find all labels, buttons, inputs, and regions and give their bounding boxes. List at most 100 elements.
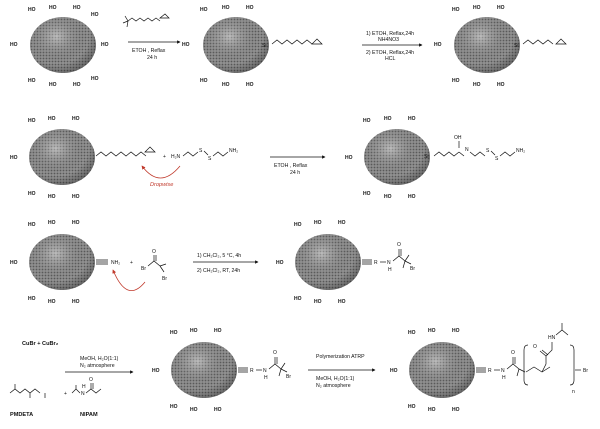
step-arrow: Polymerization ATRP MeOH, H₂O(1:1) N₂ at… [308, 354, 376, 389]
glycidoxypropyl-trimethoxysilane [122, 13, 170, 28]
initiator-linker: R N H O Br [238, 350, 291, 381]
hydroxyl-label: HO [214, 407, 222, 413]
amide-nitrogen-label: N [501, 368, 505, 374]
hydroxyl-label: HO [363, 118, 371, 124]
step-condition: HCL [385, 56, 395, 62]
hydroxyl-label: HO [314, 299, 322, 305]
red-arrow [112, 269, 146, 292]
hydroxyl-groups: HO HO HO HO HO HO HO [390, 328, 460, 413]
hydroxyl-label: HO [73, 5, 81, 11]
hydroxyl-label: HO [276, 260, 284, 266]
step-condition: 1) CH₂Cl₂, 5 °C, 4h [197, 253, 241, 259]
row-3: HO HO HO HO HO HO HO NH₂ + Br O Br 1) CH… [10, 220, 415, 305]
silica-particle [364, 129, 430, 185]
hydroxyl-label: HO [222, 82, 230, 88]
step-condition: ETOH , Reflax [274, 163, 308, 169]
hydroxyl-label: HO [91, 76, 99, 82]
step-arrow: 1) ETOH, Reflax,24h NH4NO3 2) ETOH, Refl… [362, 31, 423, 62]
silica-particle [203, 17, 269, 73]
bromoisobutyryl-bromide: + Br O Br [130, 249, 167, 282]
silicon-label: Si [514, 43, 518, 49]
amine-terminus: NH₂ [96, 259, 120, 266]
catalyst-label: CuBr + CuBr₂ [22, 341, 59, 347]
silicon-label: Si [424, 154, 428, 160]
step-condition: N₂ atmosphere [80, 363, 115, 369]
hydroxyl-label: HO [10, 260, 18, 266]
hydroxyl-label: HO [246, 82, 254, 88]
hydroxyl-label: HO [214, 328, 222, 334]
hydroxyl-label: HO [452, 78, 460, 84]
bromine-label: Br [286, 374, 291, 380]
r-group-label: R [488, 368, 492, 374]
oxygen-label: O [511, 350, 515, 356]
hydroxyl-label: HO [28, 296, 36, 302]
amine-disulfide-linker: Si OH N S S NH₂ [424, 135, 525, 162]
amine-label: N [465, 147, 469, 153]
hydroxyl-label: HO [170, 404, 178, 410]
hydroxyl-label: HO [48, 194, 56, 200]
plus-sign: + [130, 260, 133, 266]
hydroxyl-label: OH [454, 135, 462, 141]
hydroxyl-label: HO [338, 220, 346, 226]
silicon-label: Si [262, 43, 266, 49]
hydroxyl-groups: HO HO HO HO HO HO HO [182, 5, 254, 88]
nipam-hydrogen-label: H [82, 384, 86, 390]
hydroxyl-label: HO [452, 328, 460, 334]
hydroxyl-label: HO [390, 368, 398, 374]
hydroxyl-label: HO [338, 299, 346, 305]
hydroxyl-label: HO [190, 407, 198, 413]
hydroxyl-label: HO [408, 116, 416, 122]
row-4: CuBr + CuBr₂ PMDETA + N H O NIPAM MeOH, … [9, 323, 588, 418]
hydroxyl-label: HO [497, 5, 505, 11]
step-condition: Polymerization ATRP [316, 354, 365, 360]
nipam-nitrogen-label: N [81, 391, 85, 397]
row-2: HO HO HO HO HO HO HO + H₂N S S NH₂ Dropw… [10, 116, 525, 200]
silane-linker [95, 146, 156, 157]
hydroxyl-label: HO [10, 42, 18, 48]
hydroxyl-label: HO [48, 299, 56, 305]
sulfur-label: S [486, 148, 490, 154]
hydroxyl-label: HO [28, 78, 36, 84]
hydroxyl-label: HO [49, 82, 57, 88]
amine-label: NH₂ [229, 148, 238, 154]
atrp-reagents: CuBr + CuBr₂ PMDETA + N H O NIPAM [9, 341, 102, 418]
amine-label: H₂N [171, 154, 181, 160]
sulfur-label: S [495, 156, 499, 162]
hydroxyl-label: HO [170, 330, 178, 336]
hydroxyl-groups: HO HO HO HO HO HO HO HO HO HO [10, 5, 109, 88]
r-group-label: R [250, 368, 254, 374]
step-condition: N₂ atmosphere [316, 383, 351, 389]
hydroxyl-label: HO [28, 222, 36, 228]
silica-particle [295, 234, 361, 290]
amide-hydrogen-label: H [264, 375, 268, 381]
hydroxyl-label: HO [345, 155, 353, 161]
step-condition: 2) CH₂Cl₂, RT, 24h [197, 268, 240, 274]
hydroxyl-label: HO [73, 82, 81, 88]
hydroxyl-label: HO [28, 191, 36, 197]
hydroxyl-label: HO [48, 220, 56, 226]
oxygen-label: O [89, 377, 93, 383]
step-arrow: ETOH , Reflax 24 h [128, 40, 181, 61]
hydroxyl-label: HO [28, 118, 36, 124]
bromine-label: Br [162, 276, 167, 282]
silica-particle [409, 342, 475, 398]
hydroxyl-label: HO [408, 194, 416, 200]
hydroxyl-label: HO [408, 330, 416, 336]
step-condition: 24 h [290, 170, 300, 176]
hydroxyl-groups: HO HO HO HO HO HO HO [345, 116, 416, 200]
step-condition: 2) ETOH, Reflax,24h [366, 50, 414, 56]
hydroxyl-label: HO [48, 116, 56, 122]
silane-linker: Si [262, 38, 323, 49]
plus-sign: + [163, 154, 166, 160]
hydroxyl-label: HO [294, 296, 302, 302]
hydroxyl-label: HO [473, 82, 481, 88]
bromine-label: Br [583, 368, 588, 374]
oxygen-label: O [273, 350, 277, 356]
step-condition: NH4NO3 [378, 37, 399, 43]
amide-hydrogen-label: H [388, 267, 392, 273]
hydroxyl-label: HO [497, 82, 505, 88]
hydroxyl-label: HO [49, 5, 57, 11]
hydroxyl-label: HO [182, 42, 190, 48]
silica-particle [454, 17, 520, 73]
